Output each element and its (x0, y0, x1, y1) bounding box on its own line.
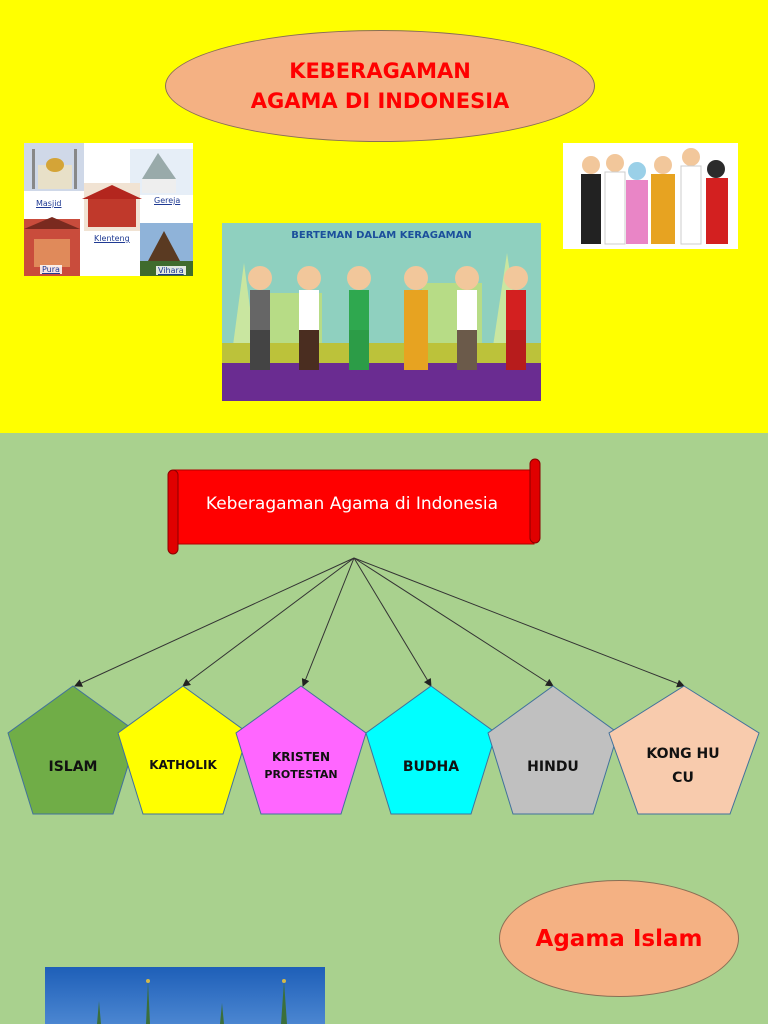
pentagon-hindu (487, 685, 619, 815)
page-title: KEBERAGAMAN AGAMA DI INDONESIA (165, 30, 595, 142)
collage-illustration (24, 143, 193, 276)
poster-caption: BERTEMAN DALAM KERAGAMAN (291, 230, 472, 241)
label-hindu: HINDU (527, 759, 579, 775)
label-budha: BUDHA (402, 759, 460, 775)
children-figures (248, 266, 528, 370)
label-pura: Pura (40, 265, 62, 274)
section-title-text: Agama Islam (535, 925, 703, 952)
scroll-title-text: Keberagaman Agama di Indonesia (205, 494, 499, 514)
pentagon-budha (365, 685, 497, 815)
poster-illustration (222, 223, 541, 401)
label-kristen: KRISTEN (271, 750, 331, 764)
people-drawing (581, 148, 728, 245)
title-line-2: AGAMA DI INDONESIA (250, 89, 510, 113)
mosque-photo (45, 967, 325, 1024)
label-klenteng: Klenteng (92, 234, 132, 243)
mosque-drawing (97, 979, 287, 1024)
label-cu: CU (672, 770, 694, 786)
diversity-poster: BERTEMAN DALAM KERAGAMAN (222, 223, 541, 401)
title-scroll-banner (167, 458, 541, 555)
label-protestan: PROTESTAN (264, 768, 338, 781)
label-masjid: Masjid (34, 199, 64, 208)
label-vihara: Vihara (156, 266, 186, 275)
pentagon-kristen (235, 685, 367, 815)
section-title-agama-islam: Agama Islam (499, 880, 739, 997)
title-line-1: KEBERAGAMAN (289, 59, 471, 83)
people-illustration (563, 143, 738, 249)
label-kong-hu: KONG HU (646, 746, 720, 762)
places-of-worship-collage: Masjid Gereja Klenteng Pura Vihara (24, 143, 193, 276)
pentagon-katholik (117, 685, 249, 815)
pentagon-konghucu (608, 685, 760, 815)
label-islam: ISLAM (48, 759, 98, 775)
label-gereja: Gereja (152, 196, 183, 205)
pentagon-islam (7, 685, 139, 815)
label-katholik: KATHOLIK (149, 758, 217, 772)
